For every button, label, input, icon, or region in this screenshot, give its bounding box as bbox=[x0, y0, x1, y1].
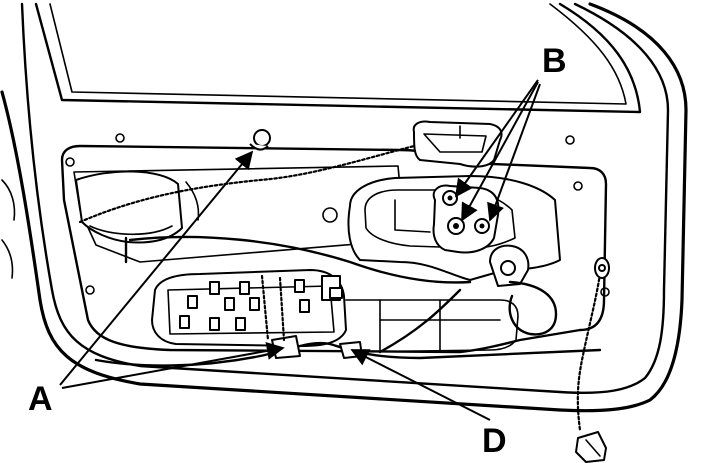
upper-clip bbox=[249, 129, 271, 151]
leader-a-upper bbox=[59, 150, 254, 386]
door-outline bbox=[0, 2, 688, 413]
leader-b-2 bbox=[461, 81, 539, 222]
leader-d bbox=[350, 349, 491, 421]
cables bbox=[78, 144, 602, 432]
lock-actuator bbox=[489, 244, 558, 336]
callout-b: B bbox=[542, 42, 567, 80]
inside-handle bbox=[412, 120, 503, 168]
callout-d: D bbox=[482, 422, 507, 460]
leader-lines bbox=[59, 79, 541, 421]
callout-a: A bbox=[28, 380, 53, 418]
wire-connector bbox=[575, 431, 607, 463]
clips-group bbox=[179, 279, 310, 331]
front-bracket bbox=[75, 170, 200, 244]
side-grommet bbox=[594, 257, 610, 279]
leader-b-3 bbox=[487, 83, 541, 222]
leader-a-lower bbox=[61, 342, 285, 389]
leader-b-1 bbox=[454, 79, 539, 198]
